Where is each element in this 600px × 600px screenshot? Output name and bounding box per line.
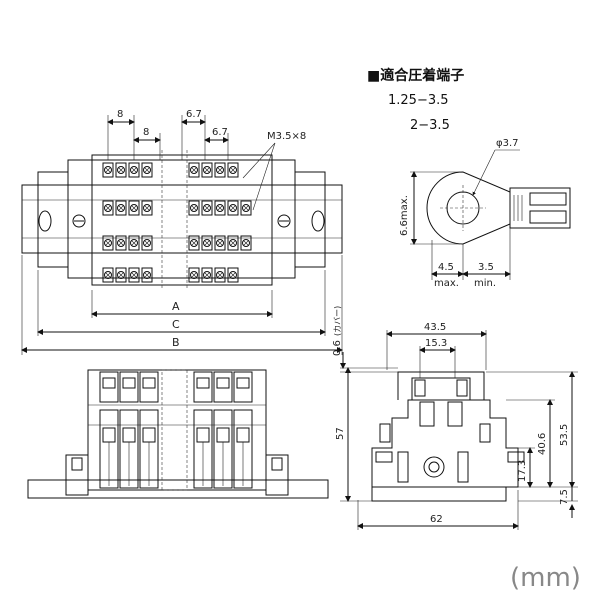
din-rail <box>21 184 343 254</box>
side-height-cover: 0.6 <box>332 340 343 356</box>
front-end-clamp-left <box>65 454 89 496</box>
terminal-screw <box>201 200 213 216</box>
terminal-screw <box>102 235 114 251</box>
side-width-bottom: 62 <box>430 514 443 525</box>
terminal-screw <box>201 162 213 178</box>
front-terminal-modules <box>99 371 253 489</box>
terminal-screw <box>102 267 114 283</box>
mount-screw-right <box>277 214 291 228</box>
mount-screw-left <box>72 214 86 228</box>
terminal-screw <box>240 200 252 216</box>
terminal-screw <box>227 235 239 251</box>
terminal-size-2: 2−3.5 <box>410 118 450 133</box>
width-dim-a: A <box>172 300 180 313</box>
front-module <box>99 371 119 489</box>
terminal-screw <box>128 235 140 251</box>
terminal-spec-title: ■適合圧着端子 <box>367 67 464 84</box>
screw-label: M3.5×8 <box>267 131 306 142</box>
front-module <box>139 371 159 489</box>
terminal-screw <box>128 267 140 283</box>
terminal-screw <box>115 162 127 178</box>
crimp-terminal-drawing: φ3.7 6.6max. 4.5 max. 3.5 min. <box>399 138 571 289</box>
side-dim-7-5: 7.5 <box>559 489 570 505</box>
terminal-size-1: 1.25−3.5 <box>388 93 449 108</box>
side-height-total: 57 <box>335 427 346 440</box>
front-module <box>213 371 233 489</box>
side-dim-53-5: 53.5 <box>559 424 570 446</box>
front-module <box>119 371 139 489</box>
terminal-screw <box>214 162 226 178</box>
terminal-screw <box>141 267 153 283</box>
height-dim-label: 6.6max. <box>399 195 410 236</box>
pitch-dim-3: 6.7 <box>186 109 202 120</box>
front-end-clamp-right <box>265 454 289 496</box>
terminal-screw <box>188 267 200 283</box>
side-cover <box>397 371 485 400</box>
terminal-screw <box>188 200 200 216</box>
terminal-barrel <box>509 187 571 229</box>
pitch-dim-4: 6.7 <box>212 127 228 138</box>
terminal-screw <box>227 162 239 178</box>
hole-dia-label: φ3.7 <box>496 138 519 149</box>
terminal-screw <box>141 235 153 251</box>
terminal-screw <box>188 235 200 251</box>
screw-terminal-rows <box>102 162 252 283</box>
terminal-screw <box>141 162 153 178</box>
front-module <box>193 371 213 489</box>
terminal-spec: ■適合圧着端子 1.25−3.5 2−3.5 <box>367 67 464 133</box>
width-dim-b: B <box>172 336 180 349</box>
terminal-screw <box>128 200 140 216</box>
terminal-screw <box>115 200 127 216</box>
terminal-screw <box>214 267 226 283</box>
terminal-screw <box>240 235 252 251</box>
side-mount-hole <box>423 456 445 478</box>
terminal-block-body <box>67 159 296 279</box>
top-view: 8 8 6.7 6.7 M3.5×8 A C B <box>21 109 343 355</box>
terminal-screw <box>227 200 239 216</box>
dim-right-value: 3.5 <box>478 262 494 273</box>
terminal-screw <box>214 235 226 251</box>
side-body <box>371 399 519 488</box>
terminal-screw <box>141 200 153 216</box>
side-view: 43.5 15.3 62 57 0.6 (カバー) 53.5 40.6 17.3 <box>332 306 578 530</box>
side-din-rail <box>371 486 507 502</box>
side-dim-17-3: 17.3 <box>517 460 528 482</box>
dim-left-note: max. <box>434 278 459 289</box>
front-din-rail <box>27 479 329 499</box>
side-width-inner: 15.3 <box>425 338 447 349</box>
dim-left-value: 4.5 <box>438 262 454 273</box>
front-view <box>27 369 329 499</box>
unit-label: (mm) <box>510 563 581 593</box>
terminal-screw <box>102 200 114 216</box>
terminal-screw <box>227 267 239 283</box>
terminal-screw <box>214 200 226 216</box>
front-module <box>233 371 253 489</box>
pitch-dim-2: 8 <box>143 127 149 138</box>
terminal-screw <box>115 267 127 283</box>
terminal-screw <box>201 267 213 283</box>
terminal-screw <box>115 235 127 251</box>
terminal-screw <box>188 162 200 178</box>
terminal-screw <box>102 162 114 178</box>
pitch-dim-1: 8 <box>117 109 123 120</box>
side-cover-note: (カバー) <box>333 306 342 336</box>
side-dim-40-6: 40.6 <box>537 433 548 455</box>
terminal-screw <box>128 162 140 178</box>
width-dim-c: C <box>172 318 180 331</box>
terminal-screw <box>201 235 213 251</box>
side-width-top: 43.5 <box>424 322 446 333</box>
dim-right-note: min. <box>474 278 496 289</box>
